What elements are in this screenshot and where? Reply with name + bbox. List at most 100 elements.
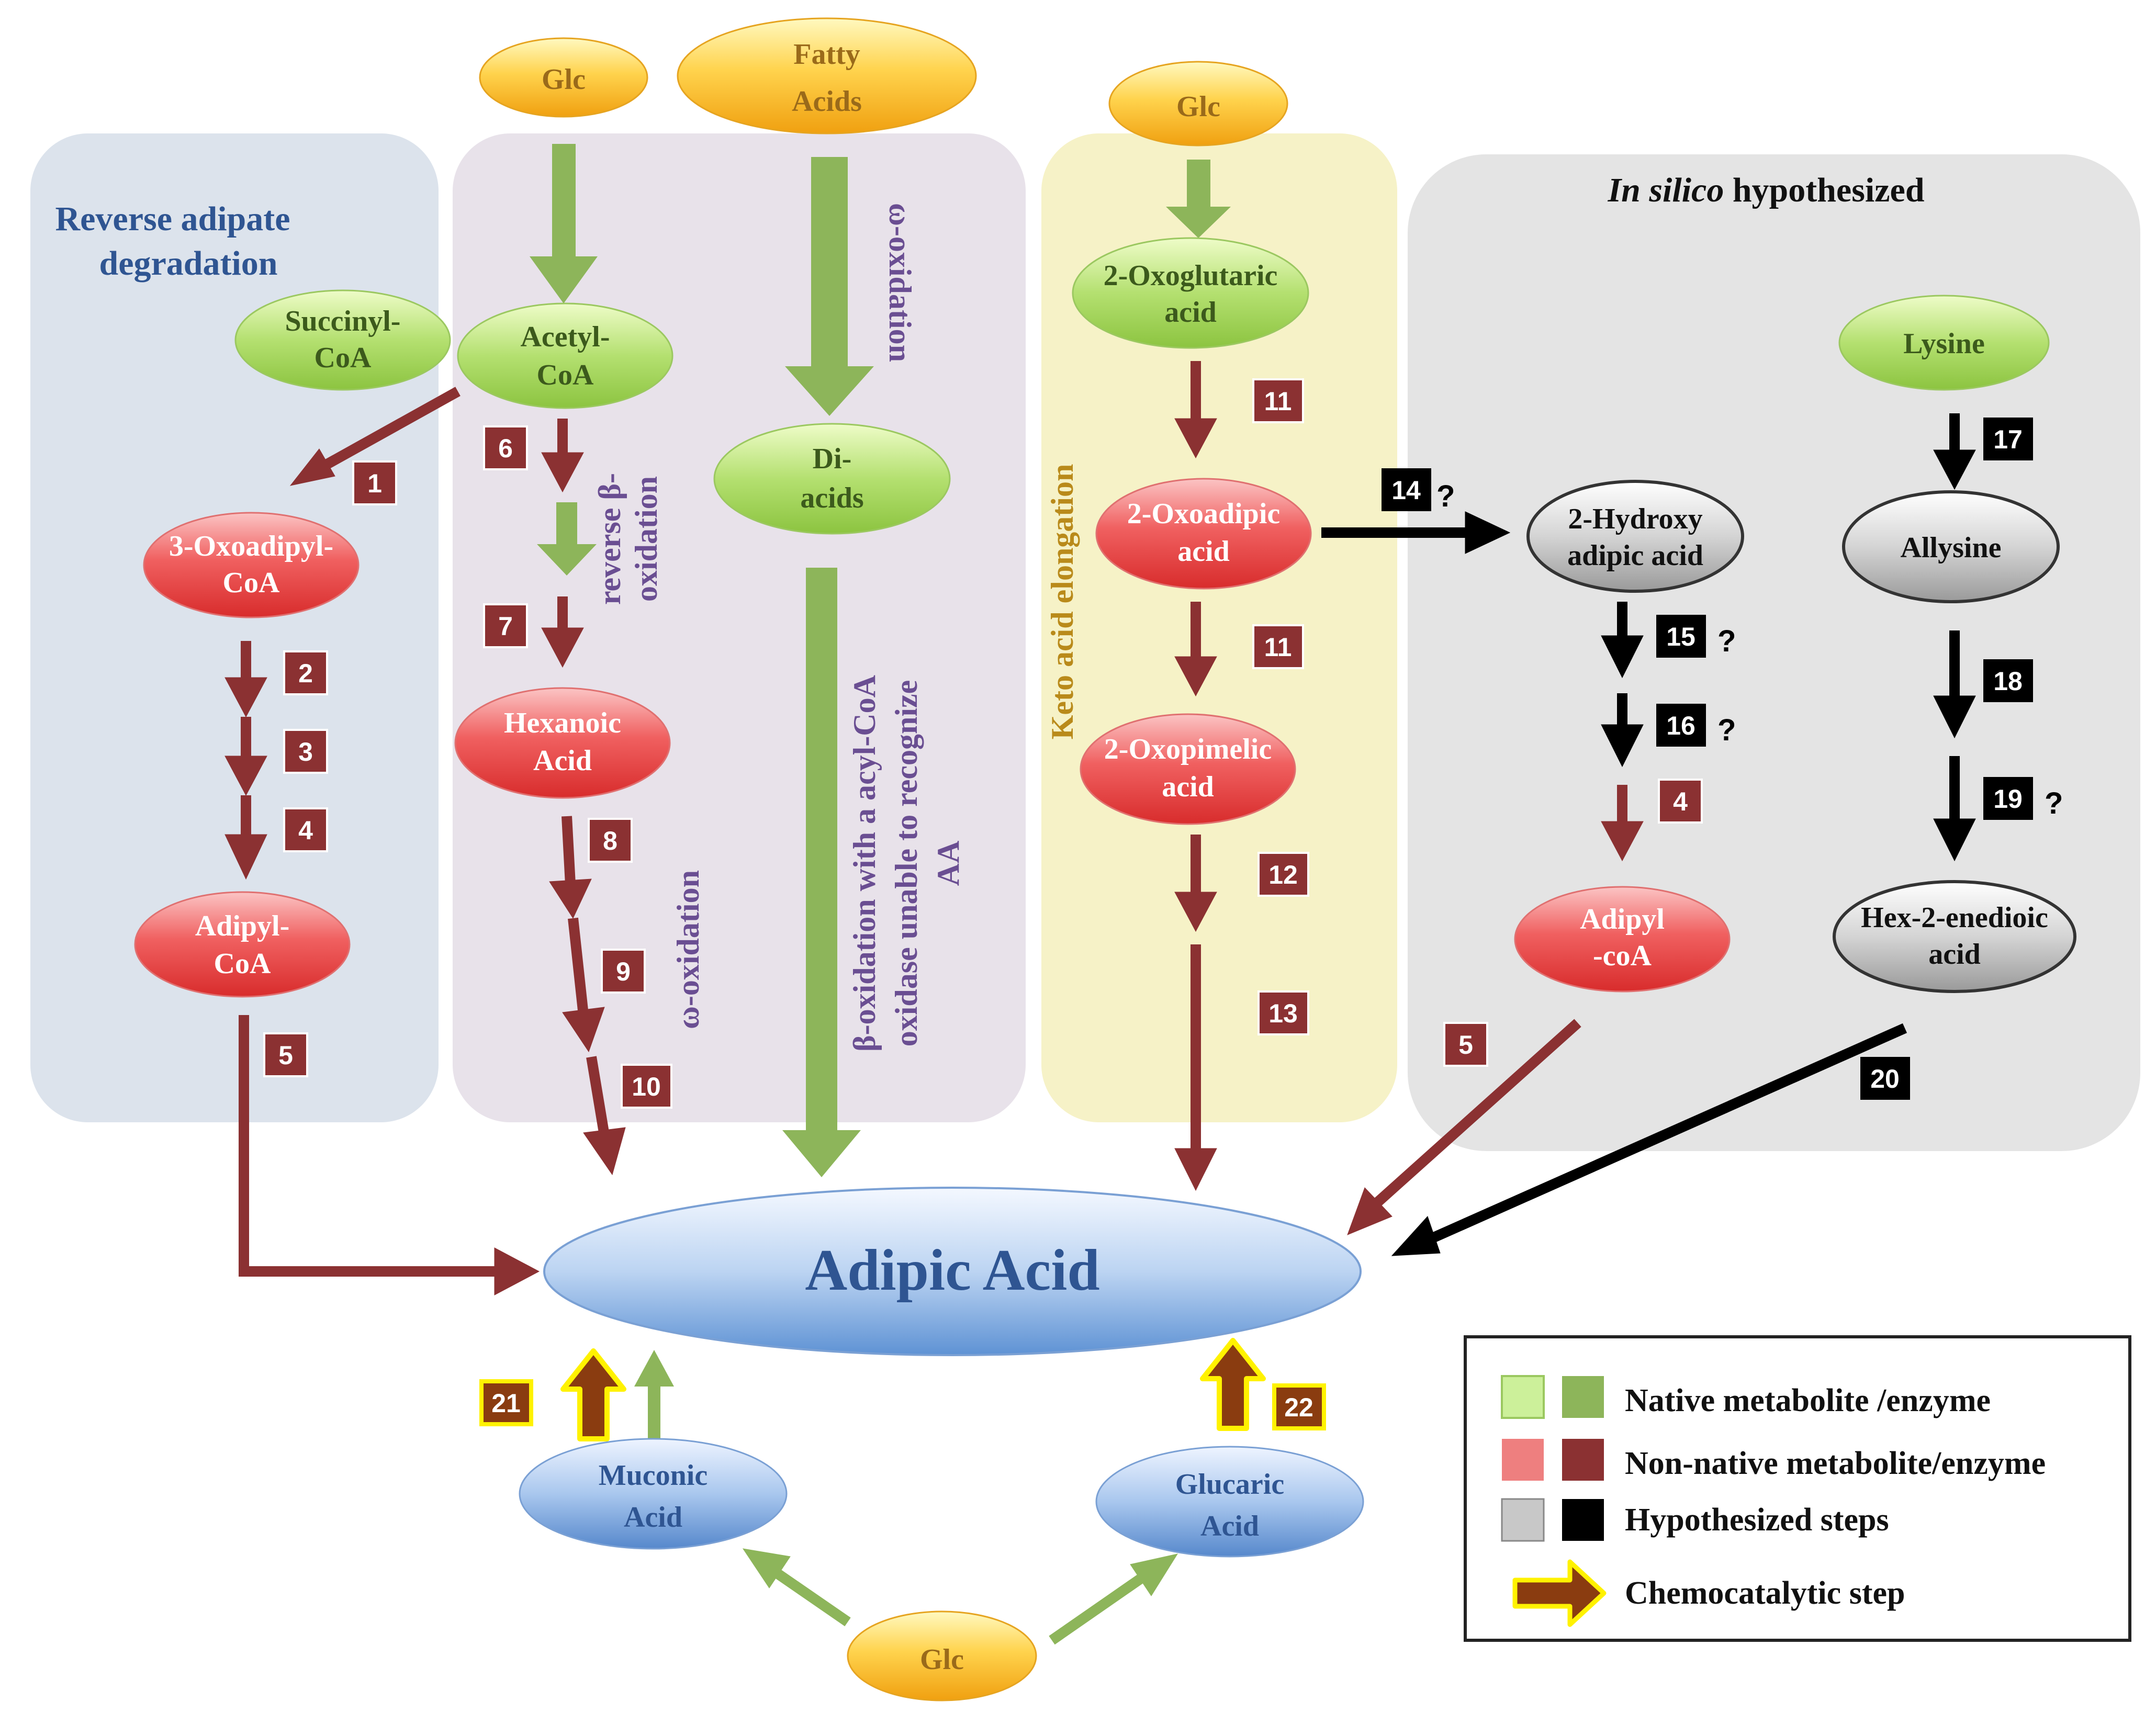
node-oxoadipic-acid: 2-Oxoadipic acid <box>1095 478 1312 590</box>
svg-text:Glucaric: Glucaric <box>1175 1468 1284 1501</box>
legend-hyp-light-swatch <box>1501 1498 1545 1542</box>
step-9: 9 <box>601 949 646 994</box>
svg-text:Hexanoic: Hexanoic <box>504 707 621 739</box>
step-14-question: ? <box>1436 479 1455 513</box>
svg-text:Glc: Glc <box>1176 91 1220 123</box>
svg-text:18: 18 <box>1993 667 2023 696</box>
legend-nonnative-label: Non-native metabolite/enzyme <box>1625 1446 2046 1481</box>
green-arrows <box>530 144 1231 1439</box>
svg-text:Adipic Acid: Adipic Acid <box>805 1238 1099 1303</box>
label-reverse-beta-2: oxidation <box>629 476 664 602</box>
panel-title-reverse-adipate: Reverse adipate <box>55 200 290 238</box>
node-glc-top-left: Glc <box>479 37 648 118</box>
node-hexanoic-acid: Hexanoic Acid <box>454 687 671 799</box>
node-adipic-acid: Adipic Acid <box>543 1187 1362 1356</box>
legend: Native metabolite /enzyme Non-native met… <box>1464 1335 2131 1642</box>
chemo-arrow-22 <box>1200 1338 1266 1431</box>
panel-omega-beta <box>453 133 1026 1122</box>
svg-text:Hex-2-enedioic: Hex-2-enedioic <box>1861 901 2048 934</box>
node-glc-bottom: Glc <box>847 1610 1037 1701</box>
svg-text:acids: acids <box>800 482 863 514</box>
svg-text:2-Oxoglutaric: 2-Oxoglutaric <box>1104 260 1278 292</box>
svg-text:CoA: CoA <box>214 948 271 980</box>
step-5-right: 5 <box>1443 1022 1488 1067</box>
legend-native-light-swatch <box>1501 1375 1545 1419</box>
label-beta-oxidation-3: AA <box>931 841 965 886</box>
label-beta-oxidation-1: β-oxidation with a acyl-CoA <box>847 675 882 1052</box>
svg-text:2-Hydroxy: 2-Hydroxy <box>1568 503 1702 535</box>
node-oxoadipyl-coa: 3-Oxoadipyl- CoA <box>143 512 360 618</box>
arrow-hexenedioic-to-adipic <box>1431 1023 1907 1243</box>
svg-text:6: 6 <box>498 434 513 463</box>
svg-text:20: 20 <box>1870 1064 1900 1094</box>
step-1: 1 <box>352 460 397 505</box>
svg-text:Acid: Acid <box>533 745 592 777</box>
node-acetyl-coa: Acetyl- CoA <box>457 302 673 409</box>
svg-text:4: 4 <box>1673 787 1688 816</box>
step-15-question: ? <box>1717 624 1736 658</box>
step-12: 12 <box>1257 852 1309 897</box>
arrow-acetyl-to-oxoadipyl <box>322 387 461 470</box>
arrow-reverse-beta-green <box>537 502 597 576</box>
panel-insilico <box>1408 154 2140 1151</box>
arrow-glc-to-oxoglutaric <box>1166 160 1231 238</box>
legend-native-label: Native metabolite /enzyme <box>1625 1383 1991 1418</box>
svg-text:2-Oxopimelic: 2-Oxopimelic <box>1104 733 1272 765</box>
node-glc-top-mid: Glc <box>1108 61 1288 146</box>
step-21: 21 <box>479 1379 533 1426</box>
legend-chemo-arrow <box>1512 1559 1607 1627</box>
step-16-question: ? <box>1717 713 1736 747</box>
node-oxopimelic-acid: 2-Oxopimelic acid <box>1080 713 1296 825</box>
bottom-green-arrows <box>742 1548 1178 1645</box>
step-boxes-black: 14 ? 15 ? 16 ? 17 18 19 ? 20 <box>1382 418 2063 1100</box>
svg-text:16: 16 <box>1666 711 1695 740</box>
svg-text:CoA: CoA <box>223 567 280 599</box>
svg-text:Muconic: Muconic <box>599 1459 708 1492</box>
svg-text:acid: acid <box>1162 771 1214 803</box>
arrow-glc-to-acetyl <box>530 144 598 303</box>
label-omega-oxidation-top: ω-oxidation <box>883 203 917 362</box>
svg-text:19: 19 <box>1993 784 2023 814</box>
node-hydroxyadipic-acid: 2-Hydroxy adipic acid <box>1526 480 1744 593</box>
arrow-muconic-green <box>634 1350 674 1439</box>
node-adipyl-coa-left: Adipyl- CoA <box>134 891 351 998</box>
legend-hyp-dark-swatch <box>1562 1499 1604 1541</box>
svg-text:11: 11 <box>1264 387 1292 416</box>
svg-text:adipic acid: adipic acid <box>1567 539 1703 572</box>
svg-text:Adipyl: Adipyl <box>1580 903 1665 936</box>
step-19: 19 <box>1983 777 2033 820</box>
step-18: 18 <box>1983 659 2033 702</box>
step-boxes-red: 1 2 3 4 5 6 7 8 9 10 11 11 12 13 4 5 <box>263 378 1703 1109</box>
svg-text:5: 5 <box>1458 1030 1473 1060</box>
svg-text:Allysine: Allysine <box>1901 532 2002 564</box>
step-7: 7 <box>483 603 528 648</box>
svg-text:4: 4 <box>298 816 313 845</box>
svg-text:1: 1 <box>367 469 382 498</box>
svg-text:CoA: CoA <box>315 342 372 374</box>
svg-text:8: 8 <box>603 826 617 855</box>
step-15: 15 <box>1656 615 1706 658</box>
chemo-arrow-21 <box>560 1348 626 1441</box>
svg-text:3: 3 <box>298 737 313 767</box>
svg-text:13: 13 <box>1268 999 1298 1028</box>
node-muconic-acid: Muconic Acid <box>519 1438 788 1550</box>
svg-text:Acids: Acids <box>792 85 862 118</box>
svg-text:acid: acid <box>1164 296 1217 329</box>
step-6: 6 <box>483 425 528 470</box>
red-arrows <box>224 361 1644 1295</box>
step-19-question: ? <box>2045 786 2063 820</box>
step-4: 4 <box>283 807 328 852</box>
svg-text:Acid: Acid <box>624 1501 682 1534</box>
legend-hyp-label: Hypothesized steps <box>1625 1502 1889 1538</box>
step-11a: 11 <box>1252 378 1304 423</box>
svg-text:acid: acid <box>1177 535 1230 568</box>
panel-title-reverse-adipate-2: degradation <box>99 244 277 283</box>
black-arrows <box>1321 413 1976 1256</box>
step-13: 13 <box>1257 990 1309 1035</box>
legend-nonnative-light-swatch <box>1502 1439 1544 1481</box>
label-beta-oxidation-2: oxidase unable to recognize <box>889 680 924 1047</box>
svg-text:Glc: Glc <box>542 63 586 96</box>
svg-text:15: 15 <box>1666 622 1695 651</box>
panel-title-insilico: In silico hypothesized <box>1607 171 1924 209</box>
svg-text:9: 9 <box>616 957 631 986</box>
